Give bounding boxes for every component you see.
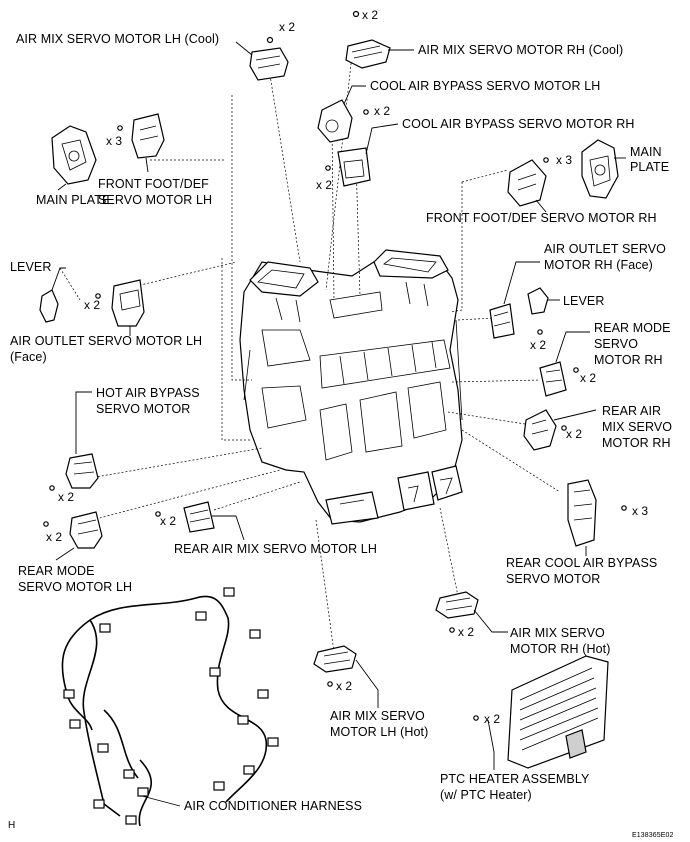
front-foot-lh-label-1: FRONT FOOT/DEF <box>98 177 209 191</box>
qty-cool-bypass-lh: x 2 <box>374 104 391 118</box>
air-outlet-lh-label-1: AIR OUTLET SERVO MOTOR LH <box>10 334 203 348</box>
air-conditioner-harness-part <box>61 587 279 827</box>
rear-air-mix-rh-label-1: REAR AIR <box>602 404 662 418</box>
rear-mode-lh-part <box>43 511 103 561</box>
air-outlet-lh-part <box>95 279 145 336</box>
air-mix-lh-cool-part <box>235 36 289 81</box>
lever-left-label: LEVER <box>10 260 52 274</box>
harness-label: AIR CONDITIONER HARNESS <box>184 799 363 813</box>
rear-mode-rh-label-2: SERVO <box>594 337 639 351</box>
qty-hot-bypass: x 2 <box>58 490 75 504</box>
rear-cool-bypass-part <box>567 479 627 556</box>
rear-air-mix-rh-label-2: MIX SERVO <box>602 420 673 434</box>
cool-bypass-rh-part <box>325 123 399 187</box>
qty-air-outlet-rh: x 2 <box>530 338 547 352</box>
rear-mode-lh-label-2: SERVO MOTOR LH <box>18 580 133 594</box>
air-mix-rh-hot-part <box>435 591 508 633</box>
rear-air-mix-lh-label: REAR AIR MIX SERVO MOTOR LH <box>174 542 377 556</box>
air-mix-rh-cool-part <box>345 10 414 69</box>
air-mix-rh-cool-label: AIR MIX SERVO MOTOR RH (Cool) <box>418 43 624 57</box>
lever-left-part <box>39 267 66 323</box>
qty-rear-cool-bypass: x 3 <box>632 504 649 518</box>
front-foot-rh-label: FRONT FOOT/DEF SERVO MOTOR RH <box>426 211 657 225</box>
rear-air-mix-rh-label-3: MOTOR RH <box>602 436 671 450</box>
rear-cool-bypass-label-2: SERVO MOTOR <box>506 572 601 586</box>
qty-ptc-heater: x 2 <box>484 712 501 726</box>
qty-front-foot-lh: x 3 <box>106 134 123 148</box>
rear-mode-rh-part <box>539 331 590 397</box>
qty-cool-bypass-rh: x 2 <box>316 178 333 192</box>
air-outlet-rh-label-2: MOTOR RH (Face) <box>544 258 653 272</box>
rear-air-mix-rh-part <box>523 409 597 451</box>
ptc-heater-label-2: (w/ PTC Heater) <box>440 788 532 802</box>
front-foot-rh-part <box>507 157 549 213</box>
air-mix-lh-hot-part <box>313 645 379 708</box>
air-outlet-lh-label-2: (Face) <box>10 350 47 364</box>
air-mix-lh-hot-label-2: MOTOR LH (Hot) <box>330 725 429 739</box>
cool-bypass-lh-part <box>317 85 369 143</box>
rear-cool-bypass-label-1: REAR COOL AIR BYPASS <box>506 556 658 570</box>
qty-air-mix-rh-cool: x 2 <box>362 8 379 22</box>
air-mix-lh-hot-label-1: AIR MIX SERVO <box>330 709 425 723</box>
ptc-heater-part <box>473 655 609 770</box>
qty-rear-mode-lh: x 2 <box>46 530 63 544</box>
cool-bypass-rh-label: COOL AIR BYPASS SERVO MOTOR RH <box>402 117 635 131</box>
air-outlet-rh-label-1: AIR OUTLET SERVO <box>544 242 667 256</box>
qty-rear-air-mix-lh: x 2 <box>160 514 177 528</box>
corner-letter: H <box>8 820 16 831</box>
qty-rear-air-mix-rh: x 2 <box>566 427 583 441</box>
qty-air-mix-lh-hot: x 2 <box>336 679 353 693</box>
lever-right-label: LEVER <box>563 294 605 308</box>
hot-bypass-part <box>49 391 99 491</box>
air-mix-lh-cool-label: AIR MIX SERVO MOTOR LH (Cool) <box>16 32 220 46</box>
ptc-heater-label-1: PTC HEATER ASSEMBLY <box>440 772 590 786</box>
air-outlet-rh-part <box>489 261 540 339</box>
front-foot-lh-label-2: SERVO MOTOR LH <box>98 193 213 207</box>
qty-rear-mode-rh: x 2 <box>580 371 597 385</box>
hot-bypass-label-2: SERVO MOTOR <box>96 402 191 416</box>
main-plate-left-part <box>51 125 97 191</box>
qty-air-mix-lh-cool: x 2 <box>279 20 296 34</box>
locator-lines <box>59 54 561 653</box>
air-mix-rh-hot-label-1: AIR MIX SERVO <box>510 626 605 640</box>
rear-mode-rh-label-3: MOTOR RH <box>594 353 663 367</box>
main-plate-right-part <box>581 139 626 199</box>
lever-right-part <box>527 287 560 335</box>
hot-bypass-label-1: HOT AIR BYPASS <box>96 386 200 400</box>
front-foot-lh-part <box>117 113 165 173</box>
qty-air-outlet-lh: x 2 <box>84 298 101 312</box>
qty-front-foot-rh: x 3 <box>556 153 573 167</box>
cool-bypass-lh-label: COOL AIR BYPASS SERVO MOTOR LH <box>370 79 601 93</box>
main-plate-left-label: MAIN PLATE <box>36 193 111 207</box>
rear-air-mix-lh-part <box>155 501 245 541</box>
main-plate-right-label-2: PLATE <box>630 160 670 174</box>
air-mix-rh-hot-label-2: MOTOR RH (Hot) <box>510 642 611 656</box>
rear-mode-lh-label-1: REAR MODE <box>18 564 95 578</box>
qty-air-mix-rh-hot: x 2 <box>458 625 475 639</box>
figure-id: E138365E02 <box>632 832 674 839</box>
rear-mode-rh-label-1: REAR MODE <box>594 321 671 335</box>
ac-unit-housing <box>239 249 463 525</box>
main-plate-right-label-1: MAIN <box>630 145 662 159</box>
